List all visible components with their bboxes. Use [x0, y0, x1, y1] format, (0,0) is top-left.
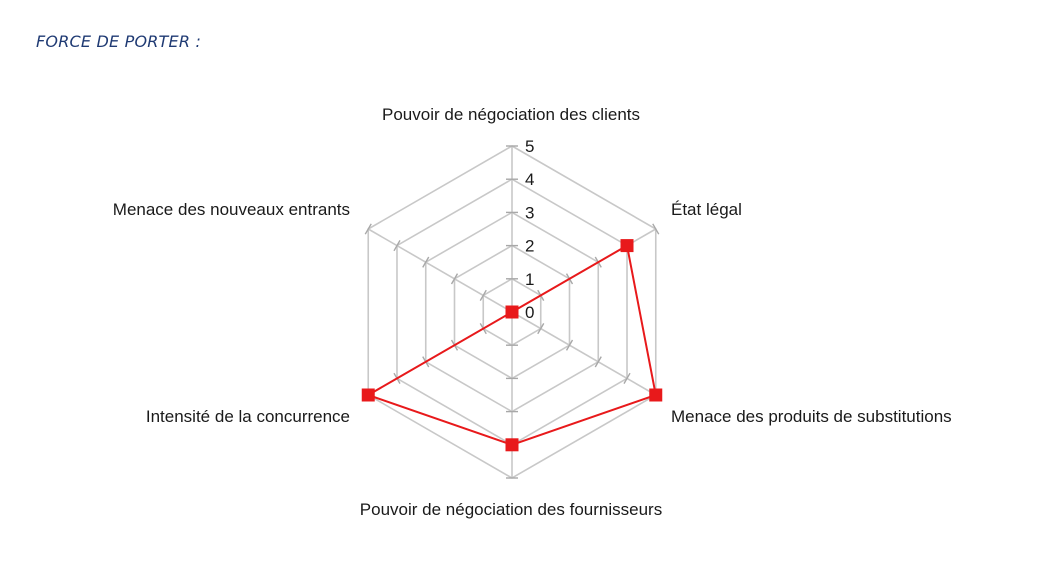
tick-mark: [364, 223, 372, 235]
axis-label-4: Intensité de la concurrence: [146, 407, 350, 426]
tick-label-2: 2: [525, 237, 534, 256]
axis-label-3: Pouvoir de négociation des fournisseurs: [360, 500, 662, 519]
tick-label-1: 1: [525, 270, 534, 289]
tick-label-3: 3: [525, 203, 534, 222]
series-line-0: [365, 244, 657, 446]
tick-mark: [479, 289, 487, 301]
data-point-2: [649, 388, 663, 402]
radar-tick-marks: [364, 145, 660, 479]
tick-label-0: 0: [525, 303, 534, 322]
data-point-3: [505, 438, 519, 452]
tick-label-4: 4: [525, 170, 534, 189]
data-point-1: [620, 239, 634, 253]
tick-mark: [652, 223, 660, 235]
axis-label-1: État légal: [671, 200, 742, 219]
data-point-4: [361, 388, 375, 402]
axis-label-0: Pouvoir de négociation des clients: [382, 105, 640, 124]
axis-label-2: Menace des produits de substitutions: [671, 407, 952, 426]
tick-mark: [594, 356, 602, 368]
radar-series: [361, 239, 663, 452]
tick-mark: [537, 323, 545, 335]
page-heading: FORCE DE PORTER :: [36, 32, 202, 51]
radar-tick-labels: 0 1 2 3 4 5: [525, 137, 534, 322]
tick-mark: [422, 256, 430, 268]
axis-label-5: Menace des nouveaux entrants: [113, 200, 350, 219]
data-point-5: [505, 305, 519, 319]
tick-mark: [565, 339, 574, 351]
tick-mark: [623, 372, 631, 384]
spoke-2: [511, 311, 657, 396]
tick-mark: [450, 273, 459, 285]
spoke-5: [367, 228, 513, 313]
tick-mark: [393, 240, 401, 252]
tick-label-5: 5: [525, 137, 534, 156]
